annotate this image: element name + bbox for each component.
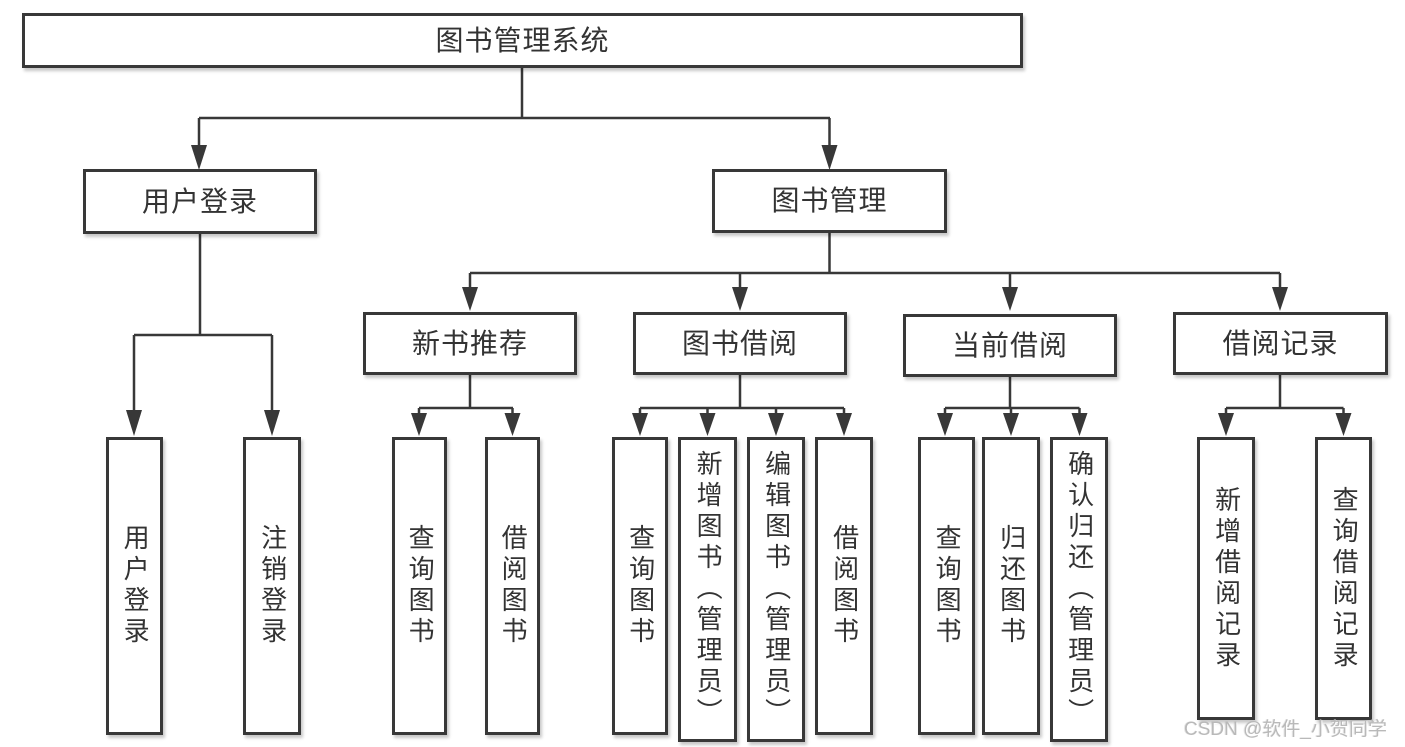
leaf-query-books-1: 查询图书 [392,437,447,735]
leaf-user-login-label: 用户登录 [120,524,151,648]
leaf-borrow-books-1: 借阅图书 [485,437,540,735]
leaf-query-books-1-label: 查询图书 [405,524,436,648]
leaf-query-books-2-label: 查询图书 [625,524,656,648]
leaf-user-login: 用户登录 [106,437,163,735]
node-book-management: 图书管理 [712,169,947,233]
leaf-edit-books-admin: 编辑图书（管理员） [747,437,805,742]
leaf-query-books-2: 查询图书 [612,437,668,735]
leaf-query-books-3: 查询图书 [918,437,975,735]
node-book-borrowing-label: 图书借阅 [681,327,798,359]
node-user-login: 用户登录 [83,169,317,234]
leaf-edit-books-admin-label: 编辑图书（管理员） [761,450,792,729]
node-user-login-label: 用户登录 [141,185,258,217]
node-book-borrowing: 图书借阅 [633,312,847,375]
tree-branch-lines [132,68,1345,414]
node-root-label: 图书管理系统 [435,24,610,56]
leaf-add-borrow-record-label: 新增借阅记录 [1211,485,1242,672]
arrow-down-icons [126,145,1352,436]
leaf-borrow-books-1-label: 借阅图书 [498,524,529,648]
watermark: CSDN @软件_小贺同学 [1184,719,1387,740]
node-book-management-label: 图书管理 [771,185,888,216]
node-new-book-recommend: 新书推荐 [363,312,577,375]
leaf-confirm-return-admin: 确认归还（管理员） [1050,437,1108,742]
leaf-add-borrow-record: 新增借阅记录 [1197,437,1255,720]
node-borrowing-records-label: 借阅记录 [1222,327,1339,359]
leaf-confirm-return-admin-label: 确认归还（管理员） [1064,450,1095,729]
node-new-book-recommend-label: 新书推荐 [411,327,528,359]
leaf-query-borrow-record-label: 查询借阅记录 [1329,485,1360,672]
leaf-add-books-admin: 新增图书（管理员） [678,437,737,742]
leaf-query-books-3-label: 查询图书 [932,524,963,648]
leaf-borrow-books-2-label: 借阅图书 [829,524,860,648]
node-current-borrowing-label: 当前借阅 [951,329,1068,361]
node-current-borrowing: 当前借阅 [903,314,1117,377]
leaf-query-borrow-record: 查询借阅记录 [1315,437,1372,720]
leaf-logout: 注销登录 [243,437,301,735]
leaf-add-books-admin-label: 新增图书（管理员） [693,450,724,729]
leaf-logout-label: 注销登录 [257,524,288,648]
node-root: 图书管理系统 [22,13,1023,68]
leaf-return-books: 归还图书 [982,437,1040,735]
leaf-return-books-label: 归还图书 [996,524,1027,648]
node-borrowing-records: 借阅记录 [1173,312,1388,375]
leaf-borrow-books-2: 借阅图书 [815,437,873,735]
